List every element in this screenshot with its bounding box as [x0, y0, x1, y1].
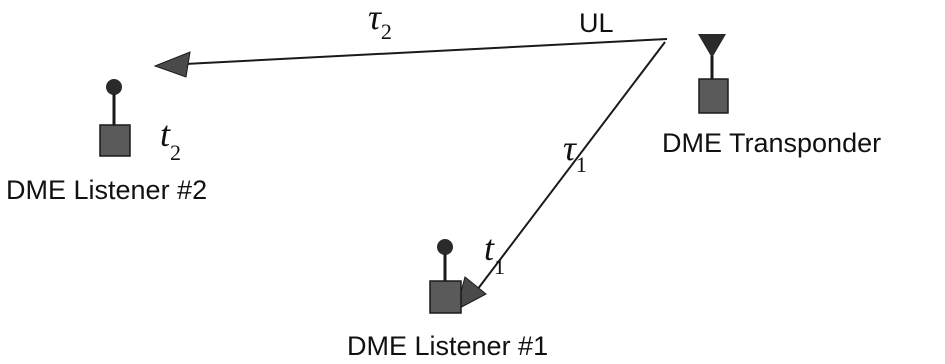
- delay-2-label: τ2: [368, 0, 392, 44]
- listener-1-time: t1: [484, 228, 505, 279]
- transponder-box: [698, 78, 729, 114]
- listener-1-box: [429, 280, 462, 314]
- listener-2-label: DME Listener #2: [6, 175, 207, 205]
- arrow-to-listener-2: [153, 38, 668, 78]
- uplink-label: UL: [579, 8, 614, 38]
- listener-1-node: t1 DME Listener #1: [347, 228, 548, 361]
- listener-1-antenna-icon: [437, 239, 453, 255]
- arrow-head-listener-2: [153, 51, 191, 78]
- listener-2-box: [99, 124, 131, 157]
- transponder-label: DME Transponder: [662, 128, 881, 158]
- listener-2-time: t2: [160, 114, 181, 165]
- delay-1-label: τ1: [563, 128, 587, 177]
- arrow-to-listener-1: [455, 41, 666, 311]
- listener-2-antenna-icon: [106, 79, 122, 95]
- listener-2-node: t2 DME Listener #2: [6, 79, 207, 205]
- listener-1-label: DME Listener #1: [347, 331, 548, 361]
- transponder-node: DME Transponder: [662, 34, 881, 158]
- antenna-icon: [698, 34, 726, 58]
